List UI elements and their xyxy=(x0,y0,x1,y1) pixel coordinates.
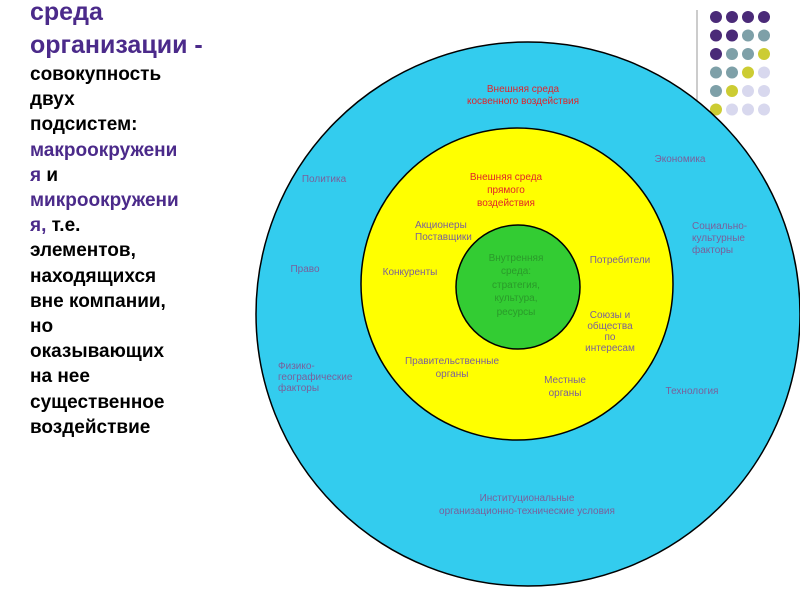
decor-dot xyxy=(742,103,754,116)
decor-dot xyxy=(758,29,770,42)
text-line-8: микроокружени xyxy=(30,190,179,212)
text-line-15: на нее xyxy=(30,366,90,388)
decor-dot xyxy=(726,48,738,60)
inner-line-5: ресурсы xyxy=(497,307,536,318)
text-line-6: макроокружени xyxy=(30,139,178,161)
label-potrebiteli: Потребители xyxy=(590,254,651,266)
title-line-1: среда xyxy=(30,0,103,26)
decor-dot xyxy=(758,48,770,60)
decor-dot xyxy=(710,66,722,79)
text-line-13: но xyxy=(30,316,54,338)
text-line-9b: т.е. xyxy=(46,215,81,237)
decor-dot xyxy=(742,29,754,42)
label-inst-2: организационно-технические условия xyxy=(439,506,615,517)
label-soyuz-2: общества xyxy=(587,320,633,332)
decor-dot xyxy=(758,66,770,79)
text-line-3: совокупность xyxy=(30,64,162,85)
text-line-7b: и xyxy=(41,164,59,186)
decor-dot xyxy=(742,85,754,97)
decor-dot xyxy=(710,85,722,97)
label-fiz-1: Физико- xyxy=(278,361,315,372)
label-inst-1: Институциональные xyxy=(480,493,575,504)
text-line-4: двух xyxy=(30,89,75,111)
label-fiz-2: географические xyxy=(278,371,353,383)
label-akcionery: Акционеры xyxy=(415,220,467,231)
text-line-7a: я xyxy=(30,164,42,186)
label-social-3: факторы xyxy=(692,244,733,256)
decor-dot xyxy=(726,85,738,97)
title-line-2: организации - xyxy=(30,31,203,59)
text-line-14: оказывающих xyxy=(30,341,165,363)
inner-circle xyxy=(455,224,581,350)
label-politika: Политика xyxy=(302,174,347,185)
outer-title-2: косвенного воздействия xyxy=(467,96,579,107)
text-line-17: воздействие xyxy=(30,416,151,438)
decor-dot xyxy=(710,103,722,116)
text-line-16: существенное xyxy=(30,391,165,413)
decor-dot xyxy=(758,85,770,97)
label-prav-1: Правительственные xyxy=(405,356,500,367)
decor-dot xyxy=(758,103,770,116)
decor-dot xyxy=(710,29,722,42)
middle-title-2: прямого xyxy=(487,185,525,196)
decor-dot xyxy=(742,66,754,79)
label-konkurenty: Конкуренты xyxy=(383,267,438,278)
label-technology: Технология xyxy=(666,386,719,397)
label-economika: Экономика xyxy=(655,154,706,165)
label-fiz-3: факторы xyxy=(278,382,319,394)
label-mestnye-2: органы xyxy=(549,388,582,399)
decor-dot xyxy=(742,48,754,60)
decor-dot xyxy=(726,103,738,116)
middle-title-3: воздействия xyxy=(477,198,535,209)
label-postavshchiki: Поставщики xyxy=(415,232,472,243)
label-mestnye-1: Местные xyxy=(544,375,586,386)
label-pravo: Право xyxy=(290,264,320,275)
inner-line-4: культура, xyxy=(494,293,537,304)
decor-dot xyxy=(742,11,754,23)
decor-dot-grid xyxy=(710,11,770,116)
inner-line-3: стратегия, xyxy=(492,280,540,291)
decor-dot xyxy=(726,11,738,23)
label-social-1: Социально- xyxy=(692,221,747,232)
decor-dot xyxy=(710,48,722,60)
decor-dot xyxy=(726,29,738,42)
label-prav-2: органы xyxy=(436,369,469,380)
text-line-12: вне компании, xyxy=(30,290,166,312)
text-line-11: находящихся xyxy=(30,265,157,287)
decor-dot xyxy=(726,66,738,79)
label-social-2: культурные xyxy=(692,233,745,244)
decor-dot xyxy=(758,11,770,23)
label-soyuz-1: Союзы и xyxy=(590,310,630,321)
inner-line-1: Внутренняя xyxy=(489,253,544,264)
text-line-5: подсистем: xyxy=(30,114,138,136)
text-line-10: элементов, xyxy=(30,240,136,262)
definition-text: среда организации - совокупность двух по… xyxy=(30,0,275,440)
outer-title-1: Внешняя среда xyxy=(487,84,560,95)
label-soyuz-4: интересам xyxy=(585,343,635,354)
text-line-9a: я, xyxy=(30,215,47,237)
label-soyuz-3: по xyxy=(605,332,616,343)
middle-title-1: Внешняя среда xyxy=(470,172,543,183)
decor-dot xyxy=(710,11,722,23)
inner-line-2: среда: xyxy=(501,266,531,277)
